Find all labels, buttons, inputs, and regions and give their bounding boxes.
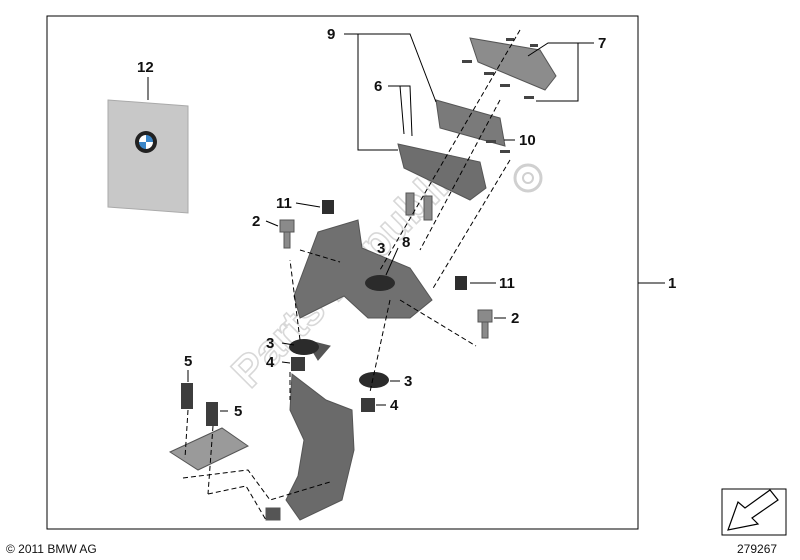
callout-11-lower: 11 (499, 275, 515, 292)
diagram-frame (46, 15, 639, 530)
lower-support-bracket-part (265, 373, 355, 521)
leader-lines (147, 33, 665, 412)
grommet-part-3 (289, 275, 395, 388)
rubber-insert-part (435, 99, 506, 147)
bmw-logo-icon (135, 131, 157, 153)
callout-1: 1 (668, 275, 676, 292)
callout-10: 10 (519, 132, 536, 149)
callout-3-right: 3 (404, 373, 412, 390)
callout-12: 12 (137, 59, 154, 76)
callout-11-upper: 11 (276, 195, 292, 212)
diagram-id-text: 279267 (737, 542, 777, 556)
callout-4-right: 4 (390, 397, 399, 414)
callout-3-left: 3 (266, 335, 274, 352)
screw-part-2 (279, 219, 493, 339)
callout-2-upper: 2 (252, 213, 260, 230)
lower-clamp-part (397, 140, 510, 201)
shim-parts (462, 60, 534, 99)
direction-arrow-icon (721, 488, 787, 536)
clamp-shell-part (168, 427, 249, 471)
callout-5-top: 5 (184, 353, 192, 370)
bolt-part-5 (181, 383, 218, 426)
spacer-part-4 (291, 357, 375, 412)
copyright-text: © 2011 BMW AG (6, 542, 97, 556)
callout-2-lower: 2 (511, 310, 519, 327)
callout-5-right: 5 (234, 403, 242, 420)
callout-4-left: 4 (266, 354, 275, 371)
watermark-gear-icon (513, 163, 543, 193)
upper-clamp-part (469, 37, 557, 91)
callout-7: 7 (598, 35, 606, 52)
callout-6: 6 (374, 78, 382, 95)
mounting-bracket-part (293, 219, 433, 361)
callout-9: 9 (327, 26, 335, 43)
callout-3-upper: 3 (377, 240, 385, 257)
screw-part-8 (405, 192, 433, 221)
owners-manual-part (107, 99, 189, 214)
assembly-dash-lines (182, 29, 521, 521)
screw-part-11 (322, 200, 467, 290)
callout-8: 8 (402, 234, 410, 251)
